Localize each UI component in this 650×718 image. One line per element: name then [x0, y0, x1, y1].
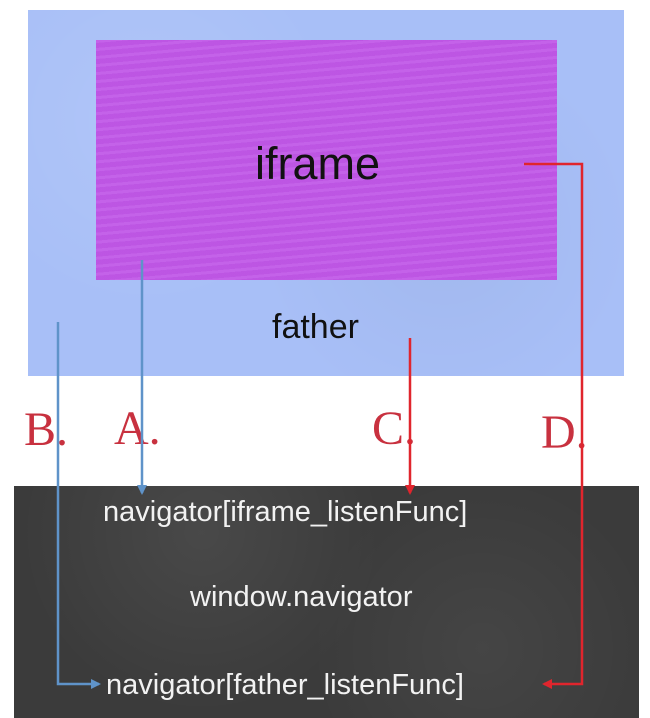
path-label-b: B.: [24, 403, 69, 456]
iframe-label: iframe: [255, 138, 381, 189]
iframe-box: [96, 40, 557, 280]
navigator-iframe-listenfunc-text: navigator[iframe_listenFunc]: [103, 496, 468, 528]
window-navigator-text: window.navigator: [190, 581, 413, 613]
path-label-a: A.: [114, 402, 161, 455]
path-label-d: D.: [541, 406, 588, 459]
path-label-c: C.: [372, 402, 417, 455]
father-label: father: [272, 308, 359, 346]
navigator-father-listenfunc-text: navigator[father_listenFunc]: [106, 669, 464, 701]
